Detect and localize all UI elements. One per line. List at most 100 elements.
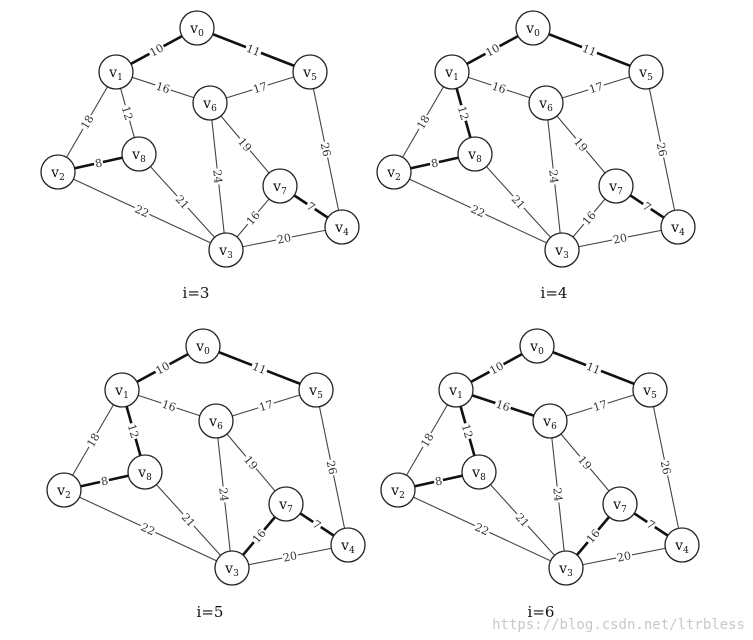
node-v0: v0 [185,328,221,364]
edge-weight-group: 12 [455,103,472,123]
node-circle [628,54,664,90]
edge-weight-bg [249,359,270,377]
node-circle [330,527,366,563]
node-v4: v4 [324,209,360,245]
edge-weight-group: 10 [486,358,507,378]
node-v0: v0 [515,10,551,46]
edge-weight-bg [472,520,492,538]
edge-weight-bg [172,192,193,212]
edge-weight-group: 10 [152,358,173,378]
edge-weight: 8 [94,156,104,170]
edge-weight: 11 [244,42,262,59]
node-v6: v6 [192,85,228,121]
edge-weight: 10 [483,41,502,59]
node-v1: v1 [434,54,470,90]
node-circle [528,85,564,121]
edge-weight-bg [455,103,472,123]
edge-weight-group: 11 [243,41,264,59]
edge-weight-bg [274,231,294,246]
node-circle [298,372,334,408]
edge-weight-bg [547,167,561,186]
edge-weight-group: 8 [98,474,111,489]
edge-weight: 11 [584,360,602,377]
edge-weight-group: 22 [132,202,152,220]
node-v0: v0 [179,10,215,46]
edge-weight-group: 24 [216,485,231,504]
edge-weight-bg [98,474,111,488]
node-circle [192,85,228,121]
node-v3: v3 [548,550,584,586]
edge-weight-group: 17 [586,79,606,96]
edge-weight-group: 10 [146,40,167,60]
node-v6: v6 [198,403,234,439]
node-v3: v3 [214,550,250,586]
edge-weight: 17 [592,398,609,415]
edge-weight: 26 [658,459,674,475]
edge-weight-bg [178,510,199,530]
edge-weight-group: 18 [413,112,433,132]
edge-weight-bg [413,112,433,132]
node-circle [602,486,638,522]
panel-caption: i=6 [528,603,555,621]
node-v0: v0 [519,328,555,364]
edge-weight: 26 [654,141,670,157]
edge-weight-group: 18 [77,112,97,132]
edge-weight-bg [83,430,103,450]
node-circle [40,154,76,190]
node-v8: v8 [127,454,163,490]
edge-weight-bg [159,397,179,414]
edge-weight-bg [217,485,231,504]
node-circle [185,328,221,364]
panel-caption: i=5 [197,603,224,621]
node-v4: v4 [330,527,366,563]
edge-weight-bg [614,549,634,564]
edge-weight: 10 [147,41,166,59]
edge-weight: 16 [154,80,171,97]
edge-weight-group: 26 [654,140,670,159]
edge-weight-group: 11 [583,359,604,377]
edge-weight-group: 22 [468,202,488,220]
edge-weight-group: 26 [324,458,340,477]
edge-weight-bg [489,79,509,96]
edge-weight-group: 16 [153,79,173,97]
edge-weight: 22 [139,521,157,539]
edge-weight-bg [146,40,167,60]
node-circle [376,154,412,190]
edge-weight-group: 8 [432,474,445,489]
node-circle [104,372,140,408]
edge-weight-group: 11 [249,359,270,377]
edge-weight-group: 17 [590,397,610,415]
edge-weight-bg [486,358,507,378]
node-v8: v8 [457,136,493,172]
edge-weight: 24 [550,487,564,502]
edge-weight: 26 [318,141,334,157]
node-v6: v6 [528,85,564,121]
edge-weight-bg [152,358,173,378]
edge-weight-bg [241,452,261,473]
edge-weight: 18 [78,113,96,132]
edge-weight-bg [575,452,595,473]
edge-weight-bg [583,359,604,377]
edge-weight-bg [243,41,264,59]
edge-weight-bg [211,167,225,186]
node-circle [380,472,416,508]
edge-weight-bg [482,40,503,60]
edge-weight: 20 [616,549,632,564]
node-v5: v5 [292,54,328,90]
edge-weight-group: 16 [159,397,179,414]
edge-weight: 12 [459,423,475,440]
edge-weight-bg [417,430,437,450]
node-circle [438,372,474,408]
node-v5: v5 [298,372,334,408]
edge-weight-bg [579,41,600,59]
node-circle [548,550,584,586]
edge-weight: 20 [282,549,298,564]
edge-weight: 18 [84,431,102,450]
edge-weight-bg [428,156,441,170]
node-v3: v3 [544,232,580,268]
node-circle [598,168,634,204]
watermark-text: https://blog.csdn.net/ltrbless [492,617,745,633]
